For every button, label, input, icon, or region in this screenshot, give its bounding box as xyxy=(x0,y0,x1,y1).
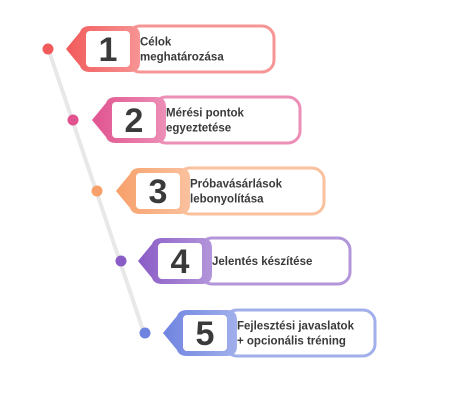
step-label-line: meghatározása xyxy=(140,52,224,64)
step-label-line: lebonyolítása xyxy=(190,194,264,206)
timeline-dot xyxy=(42,43,54,55)
step-1: 1 Célok meghatározása xyxy=(42,24,276,74)
step-label-line: Jelentés készítése xyxy=(212,256,312,268)
step-number: 3 xyxy=(149,173,168,211)
step-5: 5 Fejlesztési javaslatok + opcionális trén… xyxy=(139,308,377,358)
step-number-tile xyxy=(158,243,202,279)
step-number-tile xyxy=(136,173,180,209)
step-number-tile xyxy=(112,102,156,138)
step-4: 4 Jelentés készítése xyxy=(115,236,352,286)
step-number: 5 xyxy=(196,315,215,353)
step-3: 3 Próbavásárlások lebonyolítása xyxy=(91,166,326,216)
step-label-box xyxy=(126,24,276,74)
step-label-line: egyeztetése xyxy=(166,123,231,135)
step-number-tile xyxy=(86,31,130,67)
step-number-tile xyxy=(183,315,227,351)
step-2: 2 Mérési pontok egyeztetése xyxy=(67,95,302,145)
step-number: 4 xyxy=(171,243,190,281)
timeline-dot xyxy=(115,255,127,267)
timeline-dot xyxy=(67,114,79,126)
step-label-line: Mérési pontok xyxy=(166,108,245,120)
step-number: 2 xyxy=(125,102,144,140)
steps-layer: 1 Célok meghatározása 2 Mérési pontok egyezte… xyxy=(42,24,377,358)
step-number: 1 xyxy=(99,31,118,69)
timeline-dot xyxy=(91,185,103,197)
step-label-line: Fejlesztési javaslatok xyxy=(237,321,355,333)
timeline-dot xyxy=(139,327,151,339)
step-label-line: + opcionális tréning xyxy=(237,336,346,348)
step-label-line: Célok xyxy=(140,37,172,49)
step-label-box xyxy=(176,166,326,216)
step-label-box xyxy=(152,95,302,145)
step-label-line: Próbavásárlások xyxy=(190,179,283,191)
step-label-box xyxy=(223,308,377,358)
